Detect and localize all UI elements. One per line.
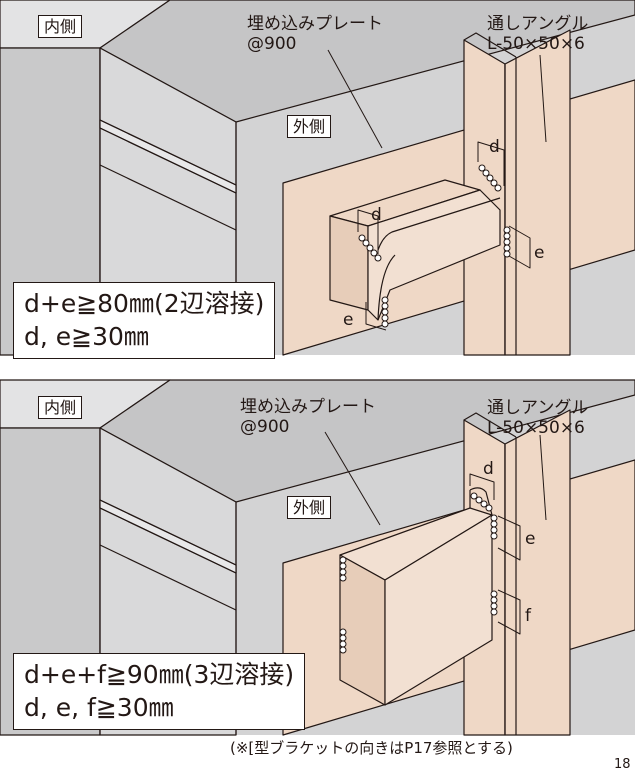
angle-label-top: 通しアングル L-50×50×6: [487, 14, 588, 54]
formula-box-bottom: d+e+f≧90㎜(3辺溶接) d, e, f≧30㎜: [13, 653, 306, 730]
footnote-caption: (※[型ブラケットの向きはP17参照とする): [230, 739, 513, 757]
dim-e-top-1: e: [534, 243, 545, 263]
formula-line2: d, e≧30㎜: [24, 322, 149, 351]
formula-line1: d+e≧80㎜(2辺溶接): [24, 289, 265, 318]
diagram-top: [0, 0, 635, 356]
plate-label-line1: 埋め込みプレート: [240, 397, 376, 417]
dim-d-bottom: d: [483, 459, 494, 479]
dim-f-bottom: f: [525, 606, 531, 626]
dim-d-top-1: d: [371, 205, 382, 225]
plate-label-bottom: 埋め込みプレート @900: [240, 397, 376, 437]
angle-label-bottom: 通しアングル L-50×50×6: [487, 398, 588, 438]
dim-e-top-2: e: [343, 310, 354, 330]
inner-label-top: 内側: [38, 15, 83, 38]
angle-label-line1: 通しアングル: [487, 14, 589, 34]
outer-label-top: 外側: [287, 115, 332, 138]
outer-label-bottom: 外側: [287, 496, 332, 519]
formula-line1: d+e+f≧90㎜(3辺溶接): [24, 660, 295, 689]
plate-label-line2: @900: [247, 34, 297, 54]
angle-label-line2: L-50×50×6: [487, 418, 585, 438]
angle-label-line2: L-50×50×6: [487, 34, 585, 54]
plate-label-line1: 埋め込みプレート: [247, 14, 383, 34]
formula-line2: d, e, f≧30㎜: [24, 693, 174, 722]
plate-label-line2: @900: [240, 417, 290, 437]
page-number: 18: [614, 757, 631, 772]
formula-box-top: d+e≧80㎜(2辺溶接) d, e≧30㎜: [13, 282, 276, 359]
angle-label-line1: 通しアングル: [487, 398, 589, 418]
dim-e-bottom: e: [525, 529, 536, 549]
inner-label-bottom: 内側: [38, 396, 83, 419]
plate-label-top: 埋め込みプレート @900: [247, 14, 383, 54]
dim-d-top-2: d: [489, 137, 500, 157]
